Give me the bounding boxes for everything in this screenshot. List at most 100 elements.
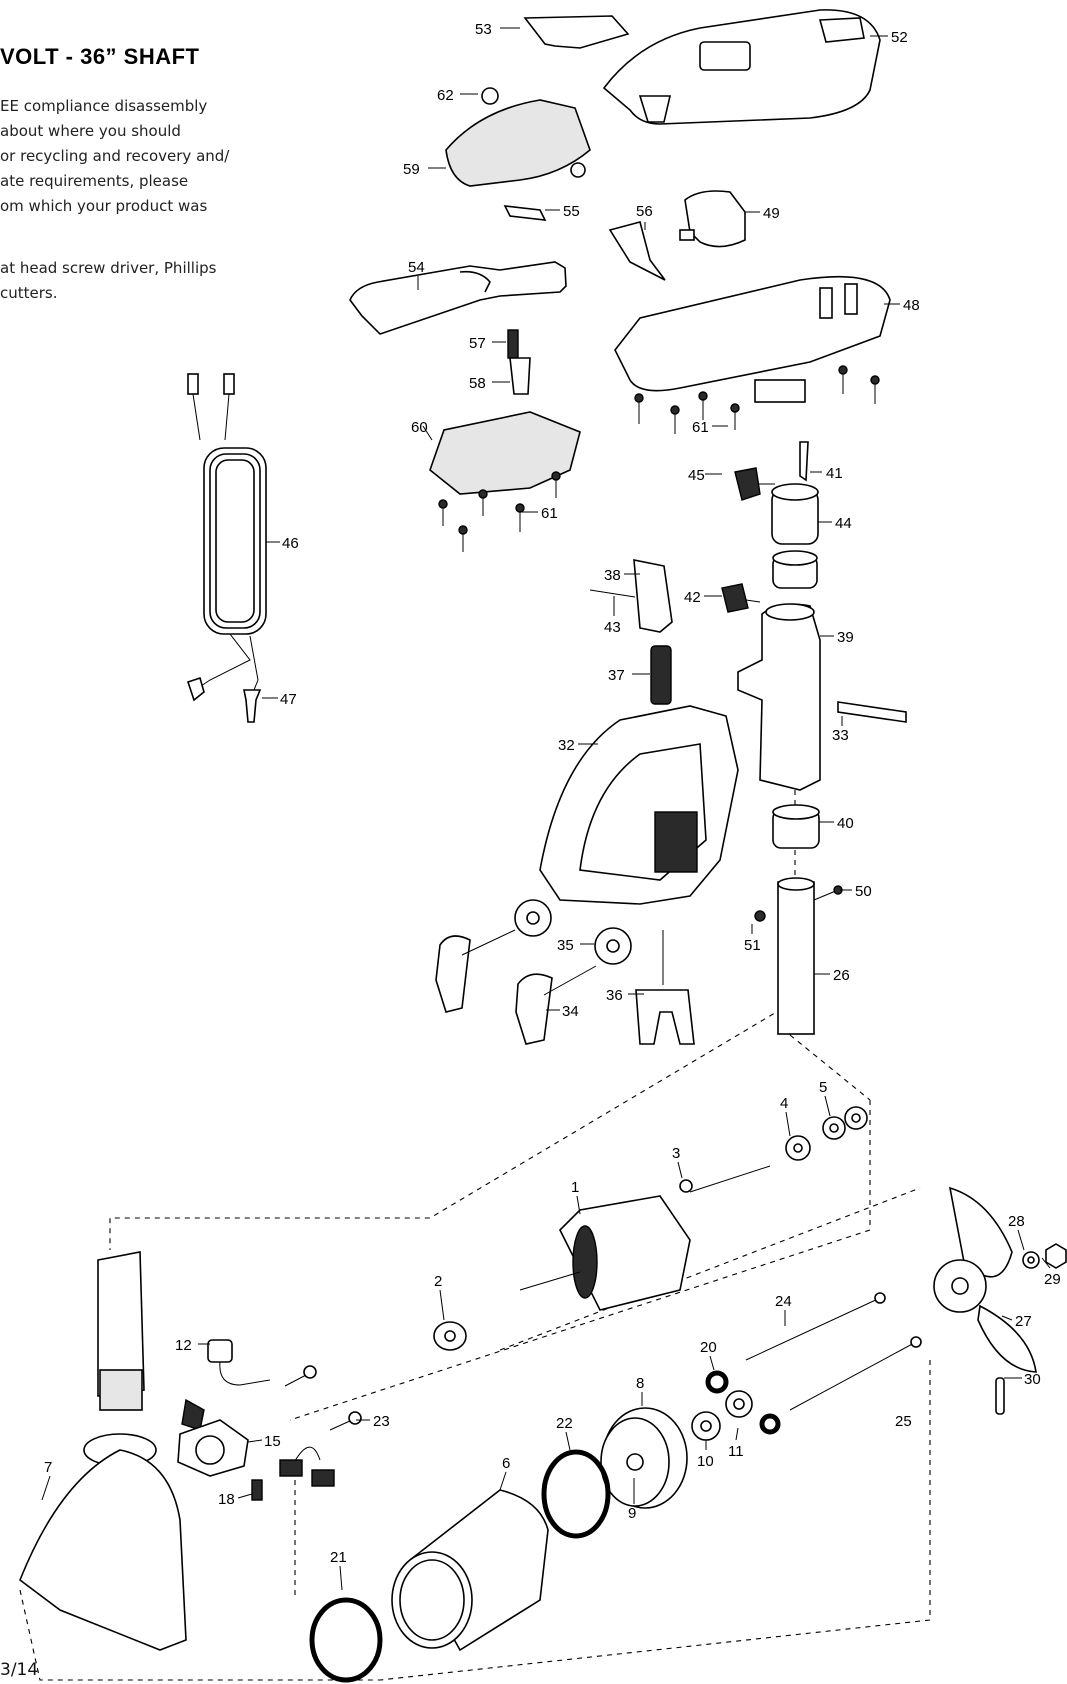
part-46-power-cable — [187, 373, 267, 701]
callout-27: 27 — [1015, 1313, 1032, 1330]
intro-line: EE compliance disassembly — [0, 97, 208, 115]
callout-25: 25 — [895, 1413, 912, 1430]
part-51-nut — [754, 910, 766, 922]
part-8-end-cap — [600, 1407, 688, 1509]
callout-52: 52 — [891, 29, 908, 46]
callout-5: 5 — [819, 1079, 827, 1096]
part-26-shaft — [777, 877, 815, 1035]
tools-text: at head screw driver, Phillips cutters. — [0, 256, 216, 306]
intro-line: about where you should — [0, 122, 181, 140]
part-47-terminal — [186, 676, 262, 723]
callout-22: 22 — [556, 1415, 573, 1432]
callout-44: 44 — [835, 515, 852, 532]
intro-line: or recycling and recovery and/ — [0, 147, 230, 165]
part-61-screws — [438, 365, 880, 552]
callout-42: 42 — [684, 589, 701, 606]
callout-47: 47 — [280, 691, 297, 708]
part-52-top-housing — [602, 9, 881, 125]
callout-23: 23 — [373, 1413, 390, 1430]
leader-lines — [41, 27, 1051, 1591]
callout-4: 4 — [780, 1095, 788, 1112]
part-53-cover-plate — [523, 15, 630, 49]
part-37-spring — [650, 645, 672, 705]
part-22-o-ring — [541, 1449, 611, 1539]
part-20-o-ring — [705, 1370, 729, 1394]
part-56-blade — [608, 221, 666, 281]
callout-48: 48 — [903, 297, 920, 314]
part-58-latch — [509, 357, 531, 395]
callout-54: 54 — [408, 259, 425, 276]
part-57-spring — [507, 329, 519, 359]
callout-38: 38 — [604, 567, 621, 584]
callout-8: 8 — [636, 1375, 644, 1392]
part-24-bolt — [745, 1292, 886, 1361]
part-39-bracket — [737, 603, 821, 791]
callout-53: 53 — [475, 21, 492, 38]
callout-33: 33 — [832, 727, 849, 744]
callout-12: 12 — [175, 1337, 192, 1354]
callout-26: 26 — [833, 967, 850, 984]
callout-49: 49 — [763, 205, 780, 222]
part-27-propeller — [933, 1186, 1037, 1373]
part-12-brush-holder — [207, 1339, 271, 1386]
part-5-washers — [822, 1106, 868, 1140]
diagram-title: VOLT - 36” SHAFT — [0, 44, 200, 69]
part-49-switch — [679, 190, 746, 248]
callout-46: 46 — [282, 535, 299, 552]
callout-35: 35 — [557, 937, 574, 954]
callout-61-bottom: 61 — [541, 505, 558, 522]
part-2-bearing — [433, 1321, 467, 1351]
callout-59: 59 — [403, 161, 420, 178]
part-40-sleeve — [772, 804, 820, 849]
callout-15: 15 — [264, 1433, 281, 1450]
part-50-screw — [813, 885, 843, 901]
callout-50: 50 — [855, 883, 872, 900]
part-6-motor-housing — [391, 1489, 549, 1652]
callout-labels: 53 52 62 59 55 56 49 54 48 57 58 60 61 6… — [44, 21, 1061, 1566]
part-36-tool — [635, 930, 695, 1045]
callout-41: 41 — [826, 465, 843, 482]
callout-30: 30 — [1024, 1371, 1041, 1388]
part-54-tiller-handle — [349, 261, 567, 335]
part-45-knob — [734, 467, 775, 501]
callout-2: 2 — [434, 1273, 442, 1290]
page-number: 3/14 — [0, 1660, 39, 1680]
part-59-handle-cap — [445, 99, 591, 187]
callout-37: 37 — [608, 667, 625, 684]
callout-56: 56 — [636, 203, 653, 220]
part-15-brush-plate — [177, 1398, 335, 1487]
part-35-pads — [514, 899, 632, 965]
callout-57: 57 — [469, 335, 486, 352]
callout-34: 34 — [562, 1003, 579, 1020]
callout-28: 28 — [1008, 1213, 1025, 1230]
callout-45: 45 — [688, 467, 705, 484]
part-3-clip — [679, 1179, 693, 1193]
callout-39: 39 — [837, 629, 854, 646]
part-21-o-ring — [309, 1597, 383, 1683]
callout-55: 55 — [563, 203, 580, 220]
callout-20: 20 — [700, 1339, 717, 1356]
part-10-bearing — [691, 1411, 721, 1441]
part-11-seal — [725, 1390, 781, 1435]
callout-60: 60 — [411, 419, 428, 436]
part-41-clip — [799, 441, 809, 482]
part-29-nut — [1045, 1243, 1067, 1269]
part-sleeve — [772, 550, 818, 589]
callout-10: 10 — [697, 1453, 714, 1470]
part-4-washer — [785, 1135, 811, 1161]
callout-6: 6 — [502, 1455, 510, 1472]
part-38-lever — [633, 559, 673, 633]
callout-21: 21 — [330, 1549, 347, 1566]
callout-51: 51 — [744, 937, 761, 954]
part-55-pin — [503, 205, 547, 221]
callout-32: 32 — [558, 737, 575, 754]
callout-18: 18 — [218, 1491, 235, 1508]
callout-62: 62 — [437, 87, 454, 104]
callout-24: 24 — [775, 1293, 792, 1310]
intro-line: om which your product was — [0, 197, 208, 215]
callout-1: 1 — [571, 1179, 579, 1196]
callout-58: 58 — [469, 375, 486, 392]
part-33-rod — [837, 701, 907, 723]
part-42-knob — [721, 583, 761, 613]
